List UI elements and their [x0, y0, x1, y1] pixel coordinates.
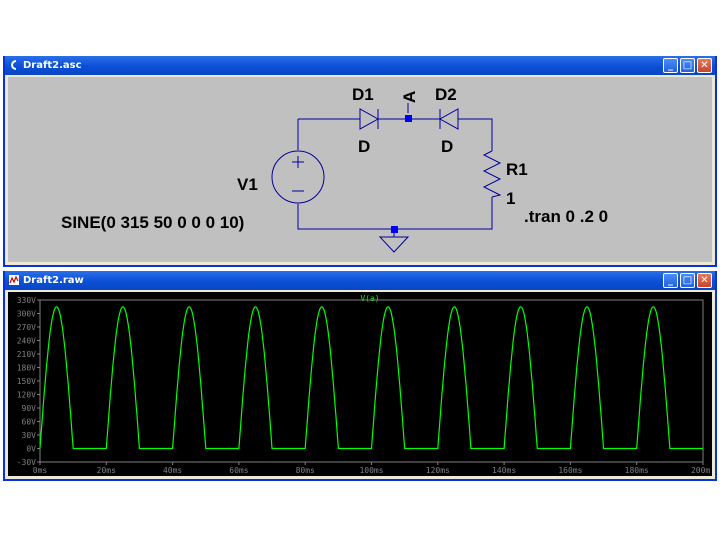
trace-v-a-line — [39, 306, 703, 450]
x-tick-label: 20ms — [97, 466, 116, 475]
r1-label: R1 — [506, 160, 528, 179]
y-tick-label: 240V — [17, 337, 36, 346]
x-tick-label: 160ms — [558, 466, 582, 475]
schematic-title: Draft2.asc — [23, 60, 82, 71]
v1-value-label: SINE(0 315 50 0 0 0 10) — [61, 213, 244, 232]
diode-d1-symbol — [359, 108, 380, 130]
x-tick-label: 140ms — [492, 466, 516, 475]
voltage-source-symbol — [271, 150, 325, 204]
waveform-title: Draft2.raw — [23, 275, 84, 286]
maximize-icon[interactable]: □ — [680, 273, 695, 288]
x-tick-label: 60ms — [229, 466, 248, 475]
close-icon[interactable]: ✕ — [697, 58, 712, 73]
y-tick-label: 30V — [22, 431, 37, 440]
schematic-window[interactable]: Draft2.asc _ □ ✕ — [3, 56, 717, 267]
plot-frame — [39, 299, 704, 463]
y-tick-label: 270V — [17, 323, 36, 332]
x-tick-label: 180ms — [625, 466, 649, 475]
ground-symbol — [378, 236, 410, 253]
wire — [297, 197, 493, 230]
x-tick-label: 40ms — [163, 466, 182, 475]
schematic-drawing: D1 D D2 D A V1 SINE(0 315 50 0 0 0 10) R… — [61, 85, 608, 253]
x-tick-label: 100ms — [359, 466, 383, 475]
d1-label: D1 — [352, 85, 374, 104]
x-tick-label: 200ms — [691, 466, 710, 475]
schematic-canvas[interactable]: D1 D D2 D A V1 SINE(0 315 50 0 0 0 10) R… — [8, 77, 712, 262]
minimize-icon[interactable]: _ — [663, 273, 678, 288]
y-tick-label: -30V — [17, 458, 36, 467]
y-tick-label: 210V — [17, 350, 36, 359]
resistor-symbol — [482, 150, 502, 198]
waveform-window[interactable]: Draft2.raw _ □ ✕ V(a) 330V 300V 270V 240V 21… — [3, 271, 717, 481]
close-icon[interactable]: ✕ — [697, 273, 712, 288]
node-a-label: A — [400, 91, 419, 103]
y-tick-label: 300V — [17, 310, 36, 319]
plot-axes: 330V 300V 270V 240V 210V 180V 150V 120V 90V 60V 30… — [17, 296, 715, 475]
r1-value-label: 1 — [506, 189, 515, 208]
y-tick-label: 0V — [26, 445, 36, 454]
y-tick-label: 120V — [17, 391, 36, 400]
waveform-title-bar[interactable]: Draft2.raw _ □ ✕ — [5, 271, 715, 290]
tran-directive: .tran 0 .2 0 — [524, 207, 608, 226]
x-tick-label: 80ms — [296, 466, 315, 475]
maximize-icon[interactable]: □ — [680, 58, 695, 73]
waveform-plot[interactable]: V(a) 330V 300V 270V 240V 210V 180V 150V 120V 90V… — [8, 292, 715, 476]
d2-label: D2 — [435, 85, 457, 104]
y-tick-label: 150V — [17, 377, 36, 386]
trace-label-v-a[interactable]: V(a) — [360, 294, 379, 303]
v1-label: V1 — [237, 175, 258, 194]
ground-junction — [391, 226, 398, 233]
d1-model-label: D — [358, 137, 370, 156]
y-tick-label: 180V — [17, 364, 36, 373]
plot-pane[interactable]: V(a) 330V 300V 270V 240V 210V 180V 150V 120V 90V… — [8, 292, 715, 476]
x-tick-label: 0ms — [33, 466, 48, 475]
waveform-icon — [9, 275, 19, 285]
wire — [458, 118, 493, 151]
schematic-title-bar[interactable]: Draft2.asc _ □ ✕ — [5, 56, 715, 75]
x-tick-label: 120ms — [426, 466, 450, 475]
y-tick-label: 60V — [22, 418, 37, 427]
minimize-icon[interactable]: _ — [663, 58, 678, 73]
diode-d2-symbol — [438, 108, 459, 130]
node-a-junction — [405, 115, 412, 122]
y-tick-label: 90V — [22, 404, 37, 413]
d2-model-label: D — [441, 137, 453, 156]
ltspice-icon — [11, 60, 17, 70]
y-tick-label: 330V — [17, 296, 36, 305]
